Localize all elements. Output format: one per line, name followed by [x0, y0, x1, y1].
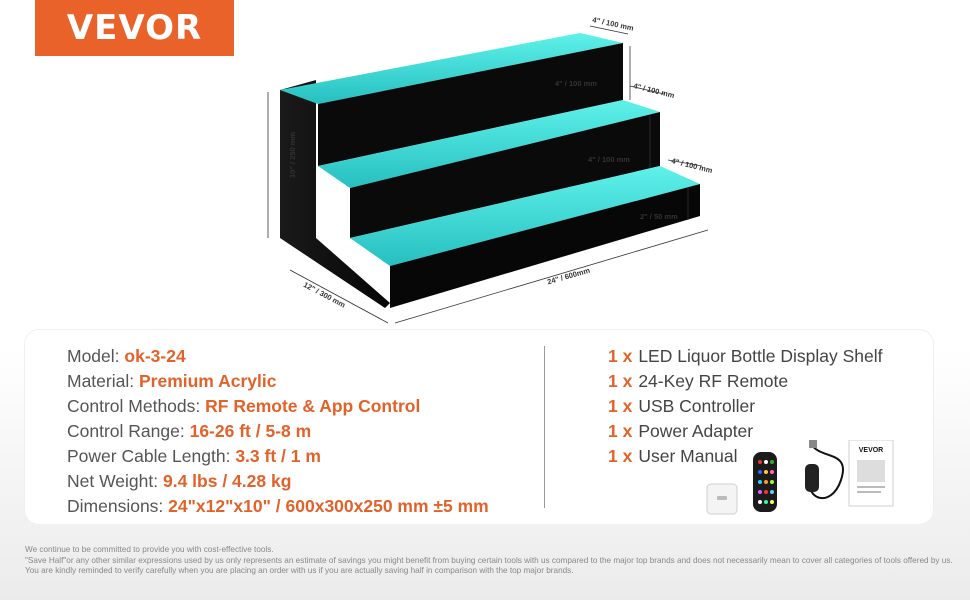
logo-text: VEVOR: [66, 8, 203, 48]
vevor-logo: VEVOR: [35, 0, 234, 56]
spec-list: Model: ok-3-24 Material: Premium Acrylic…: [67, 344, 489, 519]
card-divider: [544, 346, 545, 508]
shelf-middle-tread: [318, 100, 660, 188]
spec-row-model: Model: ok-3-24: [67, 346, 186, 366]
spec-row-control-range: Control Range: 16-26 ft / 5-8 m: [67, 421, 312, 441]
dim-depth-label: 12" / 300 mm: [302, 280, 347, 310]
dim-top-riser-label: 4" / 100 mm: [555, 79, 597, 88]
dim-width-label: 24" / 600mm: [546, 266, 591, 287]
shelf-lower-tread: [350, 166, 700, 266]
dim-low-depth-label: 4" / 100 mm: [671, 156, 714, 175]
led-shelf-diagram: 10" / 250 mm 12" / 300 mm 24" / 600mm 4"…: [267, 15, 714, 324]
disclaimer-line: You are kindly reminded to verify carefu…: [25, 566, 574, 575]
dim-height-label: 10" / 250 mm: [288, 132, 297, 178]
dim-low-riser-label: 2" / 50 mm: [640, 212, 678, 221]
remote-icon: [753, 452, 777, 512]
spec-card: Model: ok-3-24 Material: Premium Acrylic…: [25, 330, 933, 524]
dim-mid-riser-label: 4" / 100 mm: [588, 155, 630, 164]
spec-row-material: Material: Premium Acrylic: [67, 371, 277, 391]
shelf-side-panel: [280, 80, 390, 308]
user-manual-icon: VEVOR: [848, 440, 894, 507]
spec-row-net-weight: Net Weight: 9.4 lbs / 4.28 kg: [67, 471, 292, 491]
disclaimer: We continue to be committed to provide y…: [25, 545, 960, 577]
shelf-top-riser: [318, 43, 623, 166]
disclaimer-line: We continue to be committed to provide y…: [25, 545, 274, 554]
shelf-middle-riser: [350, 112, 660, 238]
disclaimer-line: "Save Half"or any other similar expressi…: [25, 555, 953, 565]
spec-row-power-cable: Power Cable Length: 3.3 ft / 1 m: [67, 446, 321, 466]
manual-brand: VEVOR: [859, 447, 884, 454]
shelf-top-tread: [280, 33, 623, 104]
dim-mid-depth-label: 4" / 100 mm: [633, 81, 676, 100]
spec-row-control-methods: Control Methods: RF Remote & App Control: [67, 396, 421, 416]
shelf-front-panel: [390, 184, 700, 308]
usb-controller-icon: [805, 440, 844, 500]
accessories-illustration: VEVOR: [706, 440, 894, 515]
dim-top-depth-label: 4" / 100 mm: [592, 15, 635, 33]
power-adapter-icon: [706, 483, 738, 515]
spec-row-dimensions: Dimensions: 24"x12"x10" / 600x300x250 mm…: [67, 496, 489, 516]
